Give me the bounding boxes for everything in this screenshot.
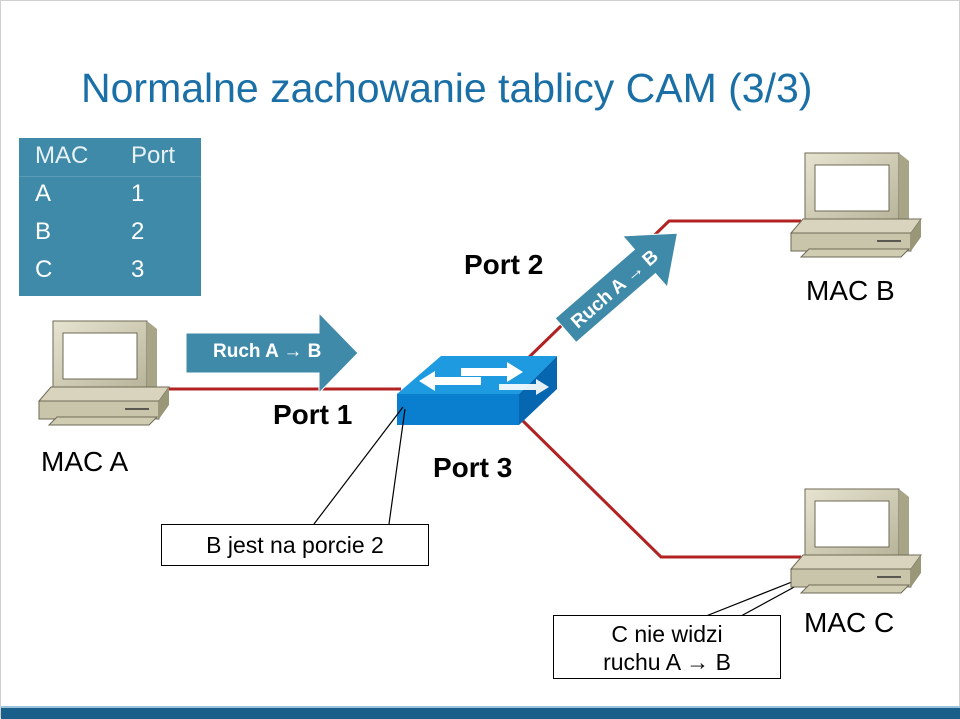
footer-accent-line xyxy=(1,706,960,708)
cam-cell-port: 1 xyxy=(131,180,145,207)
cam-table: MAC Port A 1 B 2 C 3 xyxy=(19,138,201,296)
cam-cell-mac: C xyxy=(35,256,53,283)
cam-table-row: C 3 xyxy=(19,256,201,294)
cam-cell-mac: B xyxy=(35,218,52,245)
computer-icon xyxy=(789,488,922,594)
callout-b-on-port2-text: B jest na porcie 2 xyxy=(206,532,384,558)
cam-cell-port: 2 xyxy=(131,218,145,245)
cam-cell-port: 3 xyxy=(131,256,145,283)
switch-icon xyxy=(397,356,557,425)
callout-c-line1: C nie widzi xyxy=(611,621,723,647)
mac-a-label: MAC A xyxy=(41,446,129,477)
mac-c-label: MAC C xyxy=(804,607,895,638)
cam-header-divider xyxy=(19,176,201,177)
port-3-label: Port 3 xyxy=(433,452,513,483)
cam-table-header: MAC Port xyxy=(19,142,201,180)
cam-header-mac: MAC xyxy=(35,142,89,169)
callout-c-line2: ruchu A → B xyxy=(603,649,731,675)
arrow-label-port1: Ruch A → B xyxy=(213,341,322,362)
callout-b-on-port2: B jest na porcie 2 xyxy=(161,524,429,566)
cam-cell-mac: A xyxy=(35,180,52,207)
footer-bar xyxy=(1,708,960,719)
arrow-icon xyxy=(185,311,359,395)
cam-header-port: Port xyxy=(131,142,176,169)
port-2-label: Port 2 xyxy=(464,249,544,280)
arrow-label-port2: Ruch A → B xyxy=(567,246,663,333)
port-1-label: Port 1 xyxy=(273,399,353,430)
link-port3 xyxy=(521,419,801,559)
cam-table-row: A 1 xyxy=(19,180,201,218)
computer-icon xyxy=(37,320,170,426)
callout-c-no-traffic: C nie widzi ruchu A → B xyxy=(553,615,781,679)
slide-title: Normalne zachowanie tablicy CAM (3/3) xyxy=(81,65,813,111)
mac-b-label: MAC B xyxy=(806,275,895,306)
callout-lines xyxy=(313,406,810,619)
computer-icon xyxy=(789,152,922,258)
cam-table-row: B 2 xyxy=(19,218,201,256)
arrow-icon: Ruch A → B xyxy=(554,232,679,344)
